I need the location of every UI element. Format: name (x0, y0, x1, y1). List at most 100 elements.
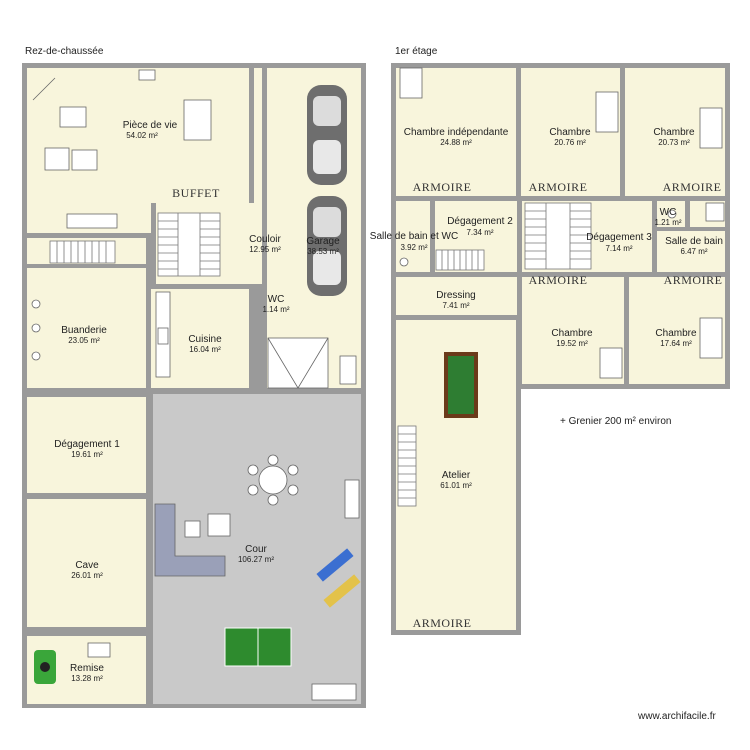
room-area-garage: 38.53 m² (307, 247, 339, 256)
stairs-ground-left (49, 240, 116, 264)
room-name-cave: Cave (75, 560, 99, 571)
boiler-icon (31, 351, 41, 361)
room-name-wc-ground: WC (268, 294, 285, 305)
room-name-chambre-3: Chambre (551, 328, 593, 339)
washer-icon (31, 299, 41, 309)
room-area-chambre-4: 17.64 m² (660, 339, 692, 348)
room-name-degagement1: Dégagement 1 (54, 439, 120, 450)
room-area-degagement-3: 7.14 m² (605, 244, 632, 253)
wall-stairs-box (151, 203, 156, 284)
patio-coffee-table (184, 520, 201, 538)
grenier-note: + Grenier 200 m² environ (560, 416, 671, 427)
room-dressing (396, 277, 517, 315)
bed-chambre-1 (595, 91, 619, 133)
lawn-mower-icon (34, 650, 56, 684)
room-name-sdb: Salle de bain (665, 236, 723, 247)
room-name-couloir: Couloir (249, 234, 281, 245)
armoire-atelier: ARMOIRE (413, 616, 472, 630)
bed-chambre-2 (699, 107, 723, 149)
room-name-atelier: Atelier (442, 470, 471, 481)
room-area-wc-ground: 1.14 m² (262, 305, 289, 314)
remise-shelf (87, 642, 111, 658)
room-area-cave: 26.01 m² (71, 571, 103, 580)
room-name-remise: Remise (70, 663, 104, 674)
stairs-first-degagement2 (435, 249, 485, 271)
garage-door-diag-2 (297, 337, 329, 389)
billiard-table (444, 352, 478, 418)
bed-chambre-independante (399, 67, 423, 99)
garage-shelf (339, 355, 357, 385)
room-sdb (657, 231, 725, 272)
room-name-cour: Cour (245, 544, 267, 555)
watermark: www.archifacile.fr (637, 711, 716, 722)
kitchen-sink (157, 327, 169, 345)
desk-living (66, 213, 118, 229)
bed-chambre-4 (699, 317, 723, 359)
room-name-chambre-1: Chambre (549, 127, 591, 138)
room-area-remise: 13.28 m² (71, 674, 103, 683)
tv-living (138, 69, 156, 81)
room-name-chambre-4: Chambre (655, 328, 697, 339)
room-buanderie (27, 268, 146, 388)
patio-armchair (207, 513, 231, 537)
room-name-piece-de-vie: Pièce de vie (123, 120, 178, 131)
stairs-first-center (524, 202, 592, 270)
room-piece-de-vie (27, 68, 249, 201)
armoire-chambre-3: ARMOIRE (529, 273, 588, 287)
room-name-chambre-2: Chambre (653, 127, 695, 138)
patio-sofa (154, 503, 226, 577)
bed-chambre-3 (599, 347, 623, 379)
floor-title-first: 1er étage (395, 46, 438, 57)
armoire-chambre-independante: ARMOIRE (413, 180, 472, 194)
bench (311, 683, 357, 701)
stairs-atelier (397, 425, 417, 507)
room-name-dressing: Dressing (436, 290, 475, 301)
table-dining (183, 99, 212, 141)
wall-cuisine-top (151, 284, 262, 289)
room-area-couloir: 12.95 m² (249, 245, 281, 254)
armchair-living (44, 147, 70, 171)
garage-door (267, 337, 329, 389)
room-area-chambre-1: 20.76 m² (554, 138, 586, 147)
room-area-chambre-3: 19.52 m² (556, 339, 588, 348)
room-name-cuisine: Cuisine (188, 334, 222, 345)
car-garage-top (307, 85, 347, 185)
wall-garage (262, 68, 267, 388)
dryer-icon (31, 323, 41, 333)
room-area-atelier: 61.01 m² (440, 481, 472, 490)
armoire-chambre-2: ARMOIRE (663, 180, 722, 194)
garage-door-diag-1 (267, 337, 299, 389)
sofa-living (59, 106, 87, 128)
room-area-sdb: 6.47 m² (680, 247, 707, 256)
room-degagement1 (27, 397, 146, 493)
floor-title-ground: Rez-de-chaussée (25, 46, 104, 57)
room-name-chambre-independante: Chambre indépendante (404, 127, 509, 138)
wall-couloir (249, 68, 254, 203)
room-name-sdb-wc: Salle de bain et WC (370, 231, 458, 242)
armoire-chambre-1: ARMOIRE (529, 180, 588, 194)
barbecue (344, 479, 360, 519)
room-area-piece-de-vie: 54.02 m² (126, 131, 158, 140)
stairs-ground-center (157, 212, 221, 277)
room-name-wc-first: WC (660, 207, 677, 218)
room-area-degagement-2: 7.34 m² (466, 228, 493, 237)
room-name-buanderie: Buanderie (61, 325, 107, 336)
room-area-dressing: 7.41 m² (442, 301, 469, 310)
toilet-icon-sdb-wc (399, 257, 409, 267)
sunbed-2 (323, 574, 361, 608)
room-area-wc-first: 1.21 m² (654, 218, 681, 227)
room-cave (27, 499, 146, 627)
room-area-degagement1: 19.61 m² (71, 450, 103, 459)
buffet-label: BUFFET (172, 186, 220, 200)
room-area-chambre-independante: 24.88 m² (440, 138, 472, 147)
armoire-chambre-4: ARMOIRE (664, 273, 723, 287)
armchair-living-2 (71, 149, 98, 171)
room-area-cuisine: 16.04 m² (189, 345, 221, 354)
toilet-icon-wc-first (667, 209, 677, 219)
room-name-garage: Garage (306, 236, 340, 247)
shower-sdb (705, 202, 725, 222)
room-name-degagement-3: Dégagement 3 (586, 232, 652, 243)
sunbed-1 (316, 548, 354, 582)
room-area-sdb-wc: 3.92 m² (400, 243, 427, 252)
